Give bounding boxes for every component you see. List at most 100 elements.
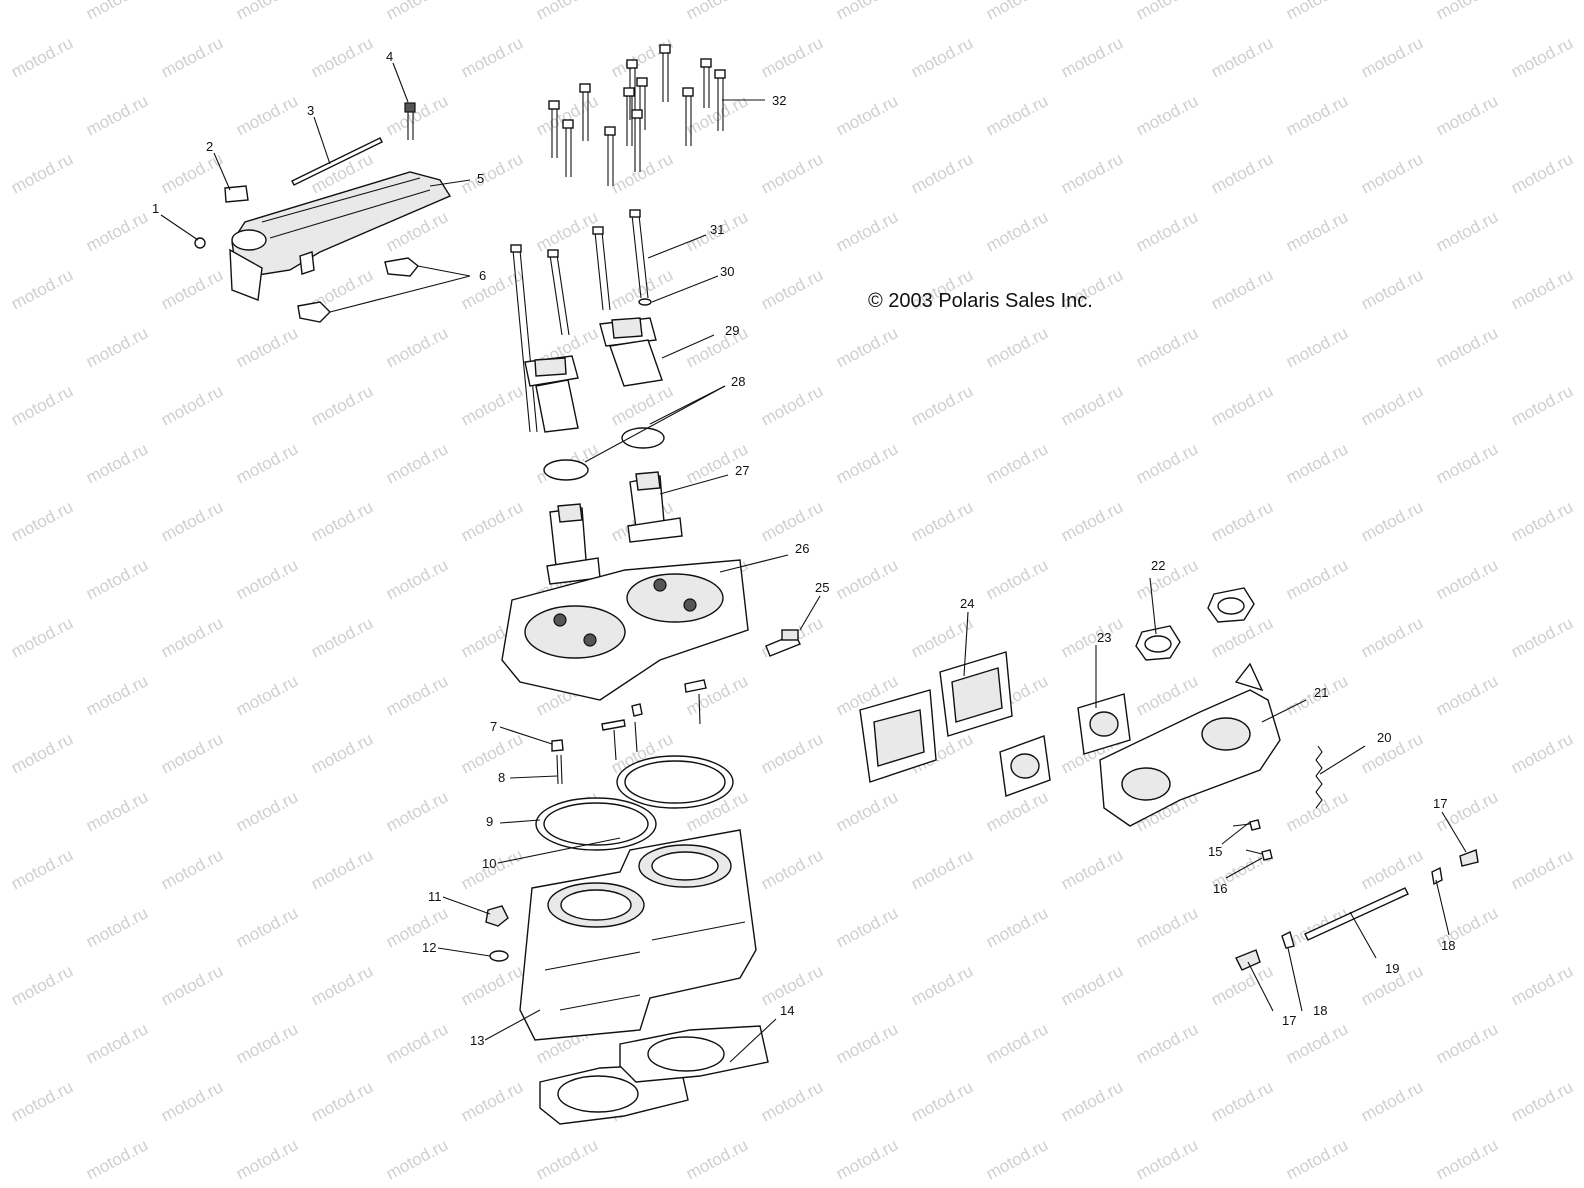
callout-16: 16 [1213,881,1227,896]
watermark-text: motod.ru [458,149,526,197]
watermark-text: motod.ru [8,729,76,777]
watermark-text: motod.ru [233,555,301,603]
watermark-text: motod.ru [383,671,451,719]
head-gaskets-9-10 [535,755,734,851]
watermark-text: motod.ru [1283,91,1351,139]
watermark-text: motod.ru [758,497,826,545]
watermark-text: motod.ru [1283,787,1351,835]
watermark-text: motod.ru [908,1077,976,1125]
manifold-cover-5 [229,171,452,301]
callout-13: 13 [470,1033,484,1048]
watermark-text: motod.ru [0,1135,1,1183]
watermark-text: motod.ru [1058,149,1126,197]
watermark-text: motod.ru [1433,671,1501,719]
callout-labels: 1 2 3 4 5 6 7 8 9 10 11 12 13 14 15 16 1… [152,49,1455,1048]
watermark-text: motod.ru [983,207,1051,255]
watermark-text: motod.ru [233,323,301,371]
cylinder-head-26 [501,559,749,701]
watermark-text: motod.ru [758,729,826,777]
callout-12: 12 [422,940,436,955]
watermark-text: motod.ru [233,1135,301,1183]
watermark-text: motod.ru [1508,1077,1576,1125]
watermark-text: motod.ru [908,845,976,893]
callout-7: 7 [490,719,497,734]
fitting-17-lower [1235,949,1261,971]
watermark-text: motod.ru [833,1019,901,1067]
watermark-text: motod.ru [608,33,676,81]
watermark-text: motod.ru [758,149,826,197]
watermark-text: motod.ru [1508,265,1576,313]
watermark-text: motod.ru [0,555,1,603]
callout-23: 23 [1097,630,1111,645]
watermark-text: motod.ru [158,33,226,81]
reed-valves-24 [859,651,1013,783]
copyright-notice: © 2003 Polaris Sales Inc. [868,290,1093,312]
watermark-text: motod.ru [1058,961,1126,1009]
watermark-text: motod.ru [158,845,226,893]
callout-17-upper: 17 [1433,796,1447,811]
watermark-text: motod.ru [308,845,376,893]
watermark-text: motod.ru [833,903,901,951]
watermark-text: motod.ru [233,1019,301,1067]
watermark-text: motod.ru [233,903,301,951]
watermark-text: motod.ru [8,613,76,661]
watermark-text: motod.ru [833,0,901,24]
watermark-text: motod.ru [83,207,151,255]
watermark-text: motod.ru [533,207,601,255]
watermark-text: motod.ru [458,729,526,777]
parts-artwork [194,44,1479,1125]
watermark-text: motod.ru [1058,845,1126,893]
watermark-text: motod.ru [1433,1019,1501,1067]
watermark-text: motod.ru [1208,381,1276,429]
watermark-text: motod.ru [458,497,526,545]
watermark-text: motod.ru [1133,555,1201,603]
watermark-text: motod.ru [1133,323,1201,371]
watermark-text: motod.ru [8,265,76,313]
rod-3 [291,137,383,186]
watermark-text: motod.ru [83,439,151,487]
callout-22: 22 [1151,558,1165,573]
watermark-text: motod.ru [533,1135,601,1183]
base-gaskets-14 [539,1025,769,1125]
watermark-text: motod.ru [983,91,1051,139]
callout-25: 25 [815,580,829,595]
watermark-text: motod.ru [1433,91,1501,139]
callout-28: 28 [731,374,745,389]
watermark-text: motod.ru [1133,91,1201,139]
gaskets-6 [297,257,419,323]
watermark-text: motod.ru [158,265,226,313]
fitting-17-upper [1459,849,1479,867]
watermark-text: motod.ru [908,961,976,1009]
watermark-text: motod.ru [458,33,526,81]
watermark-text: motod.ru [1208,33,1276,81]
watermark-text: motod.ru [1433,439,1501,487]
watermark-text: motod.ru [83,323,151,371]
watermark-text: motod.ru [8,149,76,197]
intake-manifold-21 [1099,662,1281,827]
watermark-text: motod.ru [233,439,301,487]
callout-11: 11 [428,889,442,904]
watermark-text: motod.ru [0,439,1,487]
watermark-text: motod.ru [383,555,451,603]
watermark-text: motod.ru [83,1135,151,1183]
watermark-text: motod.ru [0,323,1,371]
watermark-text: motod.ru [1358,149,1426,197]
clamp-18-lower [1281,930,1295,949]
watermark-text: motod.ru [383,1135,451,1183]
watermark-text: motod.ru [158,729,226,777]
watermark-text: motod.ru [383,91,451,139]
spark-plug-25 [765,629,801,657]
callout-3: 3 [307,103,314,118]
watermark-text: motod.ru [1358,33,1426,81]
watermark-text: motod.ru [983,323,1051,371]
watermark-text: motod.ru [308,729,376,777]
watermark-text: motod.ru [158,1077,226,1125]
watermark-text: motod.ru [0,91,1,139]
watermark-text: motod.ru [458,381,526,429]
watermark-text: motod.ru [233,671,301,719]
watermark-text: motod.ru [1433,555,1501,603]
callout-18-upper: 18 [1441,938,1455,953]
watermark-text: motod.ru [833,439,901,487]
callout-20: 20 [1377,730,1391,745]
watermark-text: motod.ru [383,787,451,835]
